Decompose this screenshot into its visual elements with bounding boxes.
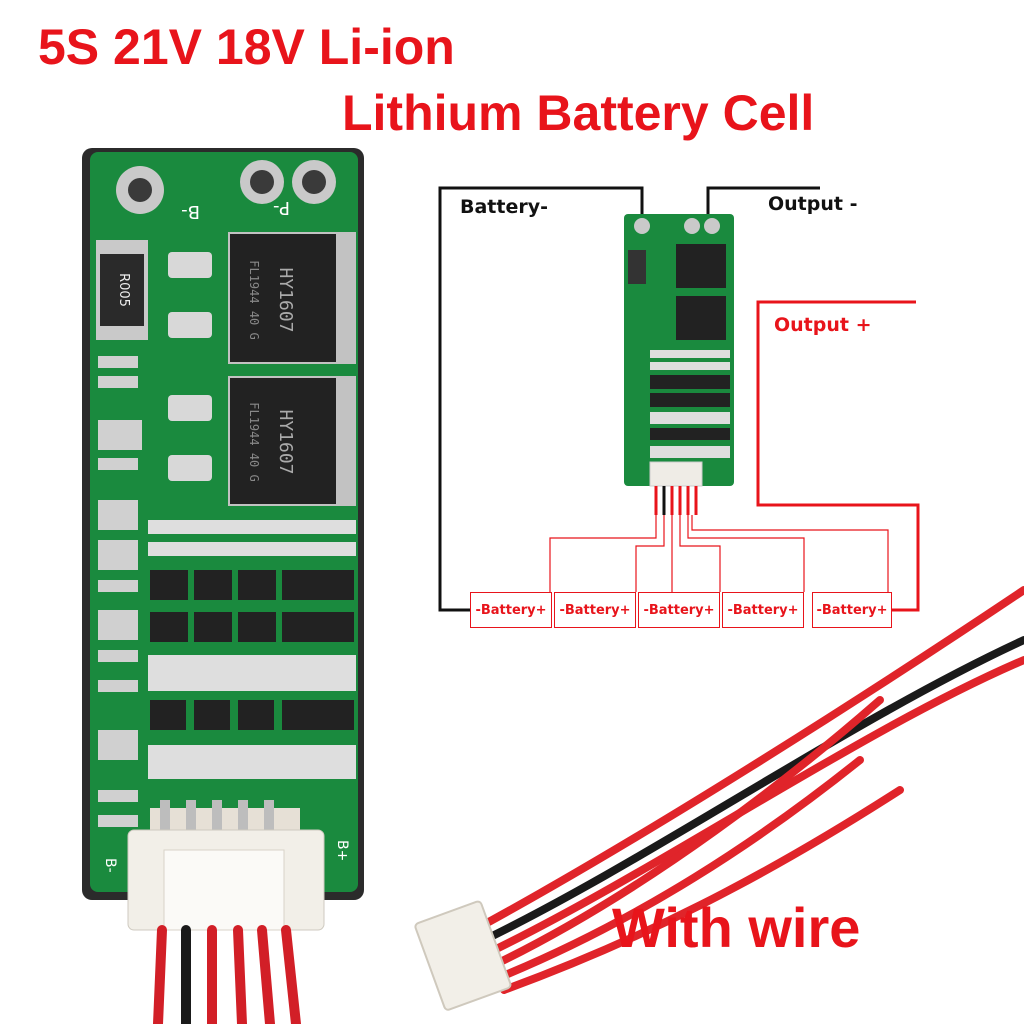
pcb-board: B- P- R005 HY1607 FL1944 40 G HY1607 FL1… [82,148,364,931]
mosfet-2-code: FL1944 40 G [247,402,261,481]
battery-cell-1: -Battery+ [470,592,552,628]
battery-cell-4: -Battery+ [722,592,804,628]
battery-cell-5: -Battery+ [812,592,892,628]
battery-cell-2: -Battery+ [554,592,636,628]
label-b-plus: B+ [334,840,350,861]
wire-harness [414,586,1024,1011]
label-output-minus: Output - [768,193,858,215]
resistor-label: R005 [116,273,131,307]
label-battery-minus: Battery- [460,196,548,218]
mosfet-1-code: FL1944 40 G [247,260,261,339]
label-b-minus-bottom: B- [102,858,118,873]
wiring-diagram [438,186,920,612]
board-wires [153,925,301,1024]
mosfet-2-label: HY1607 [275,409,296,474]
with-wire-label: With wire [612,896,861,959]
battery-cell-3: -Battery+ [638,592,720,628]
label-output-plus: Output + [774,314,872,336]
label-p-minus: P- [273,197,290,218]
label-b-minus: B- [181,201,200,222]
title-line-2: Lithium Battery Cell [342,85,815,141]
mosfet-1-label: HY1607 [275,267,296,332]
title-line-1: 5S 21V 18V Li-ion [38,19,455,75]
